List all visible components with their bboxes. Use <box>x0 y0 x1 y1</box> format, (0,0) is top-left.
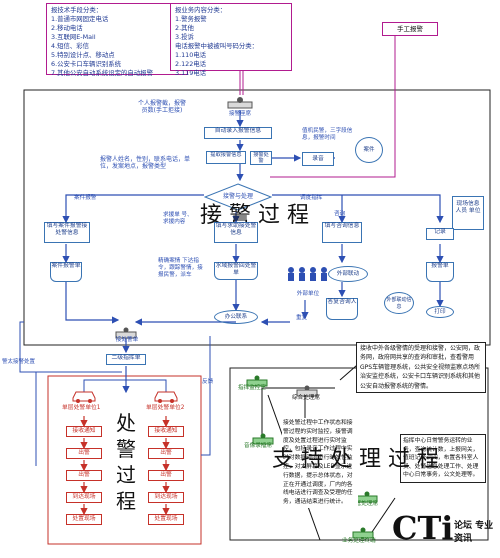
site-word: 专业资讯 <box>454 521 494 544</box>
repeat-label: 重复 <box>296 315 308 321</box>
external-unit-icons <box>285 266 329 282</box>
business-item: 1.警务报警 <box>175 15 207 23</box>
receive-report-box: 接警处警 <box>250 151 272 165</box>
tech-box-title: 报技术手段分类： <box>51 6 103 14</box>
consult-label: 咨询 <box>334 211 346 217</box>
receiver-seat-icon <box>226 95 254 109</box>
dispatch-title-char: 警 <box>116 437 136 461</box>
unit1-step-receive: 接收通知 <box>66 426 102 437</box>
extract-info-box: 提取报警信息 <box>206 151 246 164</box>
business-terminal-label: 业务处理终端 <box>342 538 376 544</box>
dispatch-unit2-car-icon <box>152 388 180 403</box>
dispatch-title-char: 过 <box>116 463 136 487</box>
tech-item: 1.普通市网固定电话 <box>51 15 109 23</box>
business-item: 2.其他 <box>175 24 194 32</box>
record-seat-icon <box>252 430 274 445</box>
business-terminal-icon <box>352 524 374 539</box>
business-item: 3.119电话 <box>175 69 207 77</box>
external-unit-label: 外部单位 <box>296 291 320 297</box>
unit1-step-out: 出警 <box>66 448 102 459</box>
manage-seat-label: 监管处理席 <box>350 501 378 507</box>
assist-note: 求援单 号、求援内容 <box>163 212 193 225</box>
tech-item: 3.互联网E-Mail <box>51 33 96 41</box>
manual-alarm-box: 手工报警 <box>382 22 438 36</box>
consult-reply-doc: 答复咨询人 <box>326 298 358 320</box>
case-form-doc: 案件报警单 <box>50 262 82 282</box>
external-info-circle: 外部联动信息 <box>384 292 414 314</box>
unit2-step-receive: 接收通知 <box>148 426 184 437</box>
external-contact-ellipse: 外部联动 <box>328 266 368 282</box>
merge-command-box: 二级指挥单 <box>106 354 146 365</box>
dispatch-unit1-label: 单层处警单位1 <box>62 405 101 411</box>
tech-item: 6.公安卡口车辆识别系统 <box>51 60 122 68</box>
unit2-step-out: 出警 <box>148 448 184 459</box>
record-seat-label: 音像录播席 <box>244 443 272 449</box>
incident-circle: 案件 <box>355 137 383 163</box>
unit2-step-out2: 出警 <box>148 470 184 481</box>
dispatch-unit1-car-icon <box>70 388 98 403</box>
right-record-box: 记录 <box>426 228 454 240</box>
fill-case-box: 填写案件报警接处警信息 <box>44 222 90 243</box>
unit2-step-handle: 处置现场 <box>148 514 184 525</box>
tech-item: 4.短信、彩信 <box>51 42 90 50</box>
unit2-step-arrive: 到达现场 <box>148 492 184 503</box>
dispatch-unit2-label: 单层处警单位2 <box>146 405 185 411</box>
individual-alarm-note: 个人报警截，报警员数(手工拒接) <box>137 100 186 114</box>
unit1-step-out2: 出警 <box>66 470 102 481</box>
monitor-room-icon <box>246 372 268 387</box>
duty-officer-note: 值机民警，三字段信息，报警时间 <box>302 128 353 141</box>
dispatch-label: 调度指挥 <box>300 195 323 201</box>
technology-category-box: 报技术手段分类： 1.普通市网固定电话 2.移动电话 3.互联网E-Mail 4… <box>46 3 188 77</box>
record-save-box: 录音 <box>302 152 334 166</box>
support-text-bottom: 指挥中心日常警务运转的业务，查询统计数，上报网关，值班记录调阅，布置各科室人员、… <box>400 434 486 483</box>
business-item: 3.投诉 <box>175 33 194 41</box>
business-box-title: 报业务内容分类： <box>175 6 227 14</box>
fill-assist-box: 填写求助接处警信息 <box>214 222 258 243</box>
dispatch-title-char: 处 <box>116 411 136 435</box>
tech-item: 5.特别设计点、移动点 <box>51 51 115 59</box>
monitor-room-label: 指挥监控室 <box>238 385 266 391</box>
process-decision-diamond <box>203 183 273 211</box>
tech-item: 2.移动电话 <box>51 24 83 32</box>
dispatch-process-title: 处 警 过 程 <box>112 410 140 514</box>
right-print-ellipse: 打印 <box>426 306 454 318</box>
dispatch-title-char: 程 <box>116 489 136 513</box>
right-info-box: 现场信息 人员 单位 <box>452 196 484 230</box>
water-dispatch-doc: 水域报警回处警单 <box>214 262 258 280</box>
traffic-dispatch-note: 精确案情 下达指令，跟踪警情，接报民警，派车 <box>158 258 203 278</box>
receiver-seat-label: 接警座席 <box>228 111 251 117</box>
dispatch-seat-icon <box>114 324 138 339</box>
caller-info-note: 报警人姓名，性别，联系电话，单位，发案地点，报警类型 <box>100 156 191 170</box>
business-item: 1.110电话 <box>175 51 207 59</box>
forum-word: 论坛 <box>454 521 473 531</box>
support-process-title: 支 持 处 理 过 程 <box>272 447 439 472</box>
support-text-middle: 接处警过程中工作状态和接警过程的实时监控，接警调度及处置过程进行实时监控，包括录… <box>282 418 358 508</box>
feedback-label: 反馈 <box>202 379 214 385</box>
case-alarm-label: 案件报警 <box>74 195 97 201</box>
business-category-box: 报业务内容分类： 1.警务报警 2.其他 3.投诉 电话报警中被被叫号码分类： … <box>170 3 292 77</box>
decision-label: 接警与处理 <box>222 193 253 200</box>
cti-logo: CTi <box>392 509 454 547</box>
dispatch-node-label: 接处警单 <box>115 337 139 343</box>
duty-seat-icon <box>296 382 318 397</box>
business-item: 电话报警中被被叫号码分类： <box>175 42 259 50</box>
support-text-top: 接收中外各级警情的受理和接警，公安网，政务网，政府网共享的查询和审批，查看警用G… <box>356 342 486 394</box>
business-item: 2.122电话 <box>175 60 207 68</box>
auto-intake-box: 自动录入报警信息 <box>204 127 272 139</box>
unit1-step-handle: 处置现场 <box>66 514 102 525</box>
left-side-label: 警太接警处置 <box>2 359 36 365</box>
manage-seat-icon <box>356 488 378 503</box>
right-check-doc: 报警单 <box>426 262 454 282</box>
forum-text: 论坛 专业资讯 <box>454 518 500 544</box>
duty-seat-label: 综合处理席 <box>292 395 320 401</box>
tech-item: 7.其他公安自动系统设定的自动报警 <box>51 69 153 77</box>
fill-consult-box: 填写咨询信息 <box>322 222 362 243</box>
unit1-step-arrive: 到达现场 <box>66 492 102 503</box>
assist-return-ellipse: 办公联系 <box>214 310 258 324</box>
